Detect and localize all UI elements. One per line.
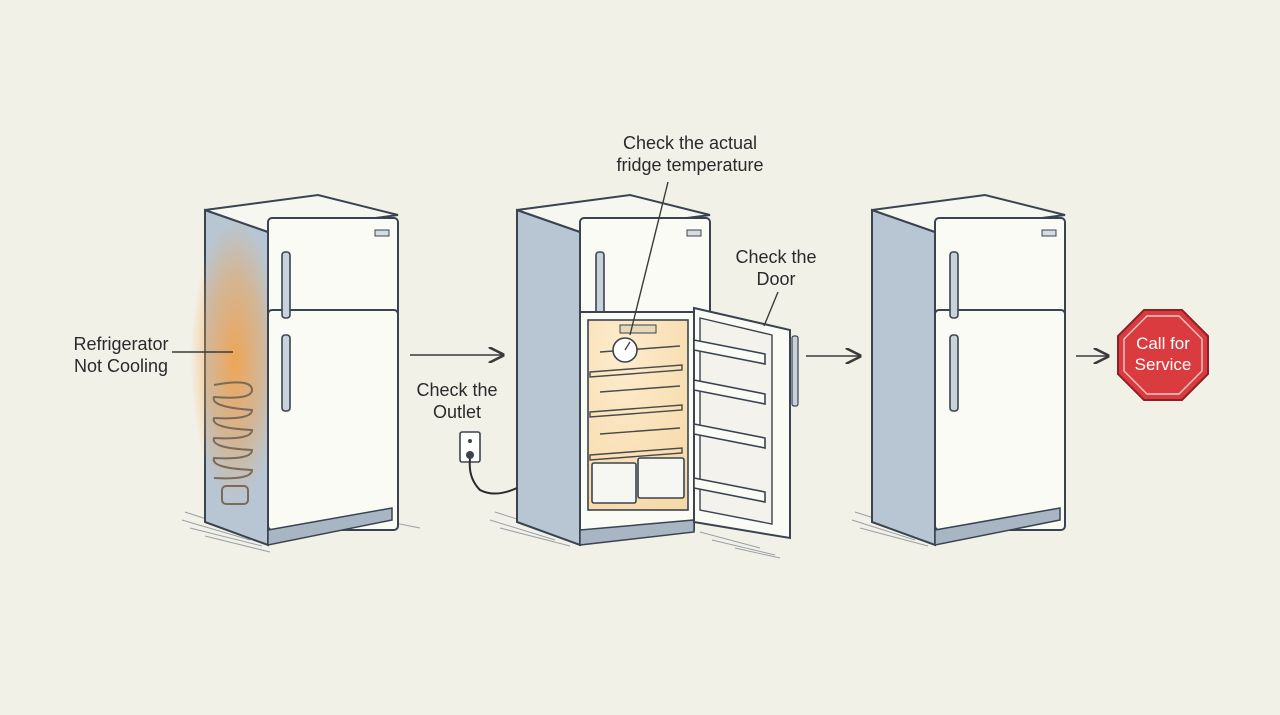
label-line: Service <box>1134 355 1192 374</box>
wall-outlet-icon <box>459 431 518 495</box>
fridge-open <box>459 193 799 559</box>
label-line: Refrigerator <box>73 334 169 354</box>
label-line: Check the actual <box>622 133 758 153</box>
condenser-coil-icon <box>212 381 254 505</box>
label-check-door: Check the Door <box>724 246 828 290</box>
open-door <box>693 306 799 540</box>
label-line: Door <box>756 269 796 289</box>
label-line: Not Cooling <box>73 356 169 376</box>
label-check-outlet: Check the Outlet <box>402 379 512 423</box>
crisper-drawers <box>591 457 685 504</box>
fridge-shelves <box>589 345 683 461</box>
stop-sign-icon <box>1117 309 1209 401</box>
label-line: Check the <box>416 380 498 400</box>
label-call-for-service: Call for Service <box>1118 333 1208 375</box>
label-line: Call for <box>1136 334 1190 353</box>
label-refrigerator-not-cooling: Refrigerator Not Cooling <box>60 333 182 377</box>
label-check-temperature: Check the actual fridge temperature <box>600 132 780 176</box>
fridge-not-cooling <box>181 193 421 553</box>
label-leader-temperature <box>629 181 669 336</box>
label-line: Check the <box>735 247 817 267</box>
label-line: Outlet <box>432 402 482 422</box>
label-leader-door <box>763 291 779 327</box>
thermometer-icon <box>612 324 657 363</box>
fridge-closed <box>851 193 1066 547</box>
label-line: fridge temperature <box>616 155 764 175</box>
